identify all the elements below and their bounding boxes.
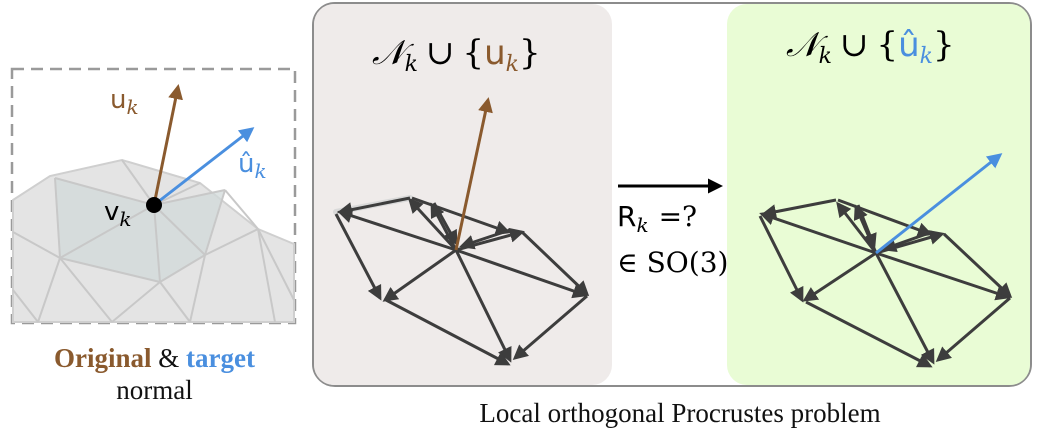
caption-normal: normal [116, 375, 193, 405]
caption-target: target [186, 343, 255, 373]
caption-amp: & [158, 343, 180, 373]
middle-normal-arrow [454, 97, 493, 251]
vertex-dot [146, 197, 162, 213]
middle-panel-title: 𝒩k∪{uk} [372, 33, 541, 77]
bottom-caption: Local orthogonal Procrustes problem [479, 398, 881, 428]
original-normal-arrow [152, 84, 183, 206]
right-mesh [758, 198, 1013, 368]
u-k-label: uk [110, 85, 139, 119]
v-k-label: vk [104, 197, 132, 231]
uhat-k-label: ûk [238, 149, 267, 183]
middle-mesh [333, 195, 590, 366]
rotation-label: Rk=? [617, 200, 697, 237]
outer-frame [312, 2, 1032, 387]
target-normal-arrow [153, 127, 255, 207]
so3-label: ∈ SO(3) [617, 246, 728, 279]
left-caption: Original & target normal [12, 342, 297, 406]
caption-original: Original [54, 343, 152, 373]
left-dashed-box [10, 67, 297, 325]
left-surface-mesh [12, 158, 295, 323]
right-target-arrow [875, 153, 1003, 255]
